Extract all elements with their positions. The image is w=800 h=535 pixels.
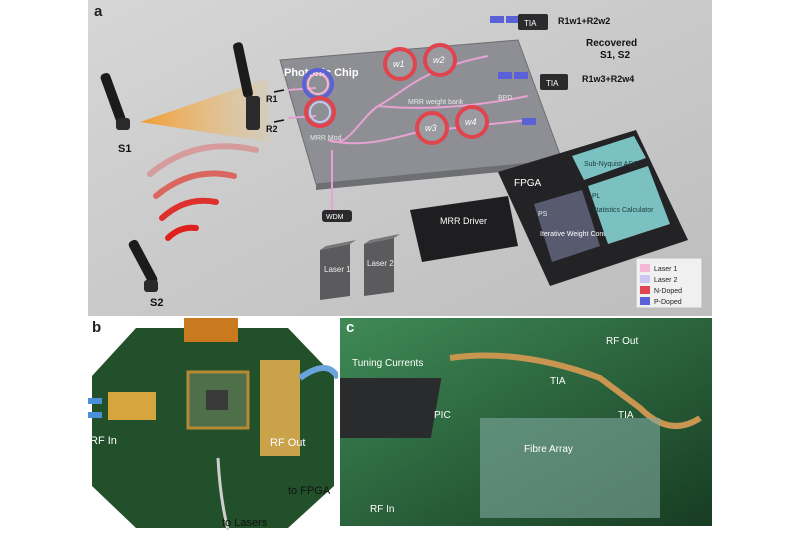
rf-in-label-c: RF In — [370, 504, 394, 515]
panel-c-letter: c — [346, 319, 354, 336]
rf-out-label-c: RF Out — [606, 336, 638, 347]
recovered-signals: S1, S2 — [600, 50, 630, 61]
wdm-label: WDM — [326, 214, 344, 221]
panel-c-photo: c Tuning Currents RF Out TIA TIA PIC Fib… — [320, 318, 712, 526]
fibre-array-block — [480, 418, 660, 518]
laser-2-label: Laser 2 — [367, 259, 394, 268]
bpd-pads — [490, 16, 536, 125]
laser-1 — [320, 240, 356, 300]
bpd-label: BPD — [498, 95, 512, 102]
tuning-currents-label: Tuning Currents — [352, 358, 423, 369]
rf-waves-icon — [147, 143, 259, 241]
r2-arrow-icon — [273, 119, 285, 123]
signal-beam — [140, 78, 270, 142]
antenna-s1-label: S1 — [118, 143, 131, 155]
fiber-cable-icon — [216, 457, 230, 531]
rf-in-label: RF In — [90, 435, 117, 447]
iwc-block — [534, 190, 600, 262]
stats-block — [588, 166, 670, 244]
ribbon-connector — [184, 318, 238, 342]
mrr-mod-rings — [302, 68, 336, 128]
iwc-label: Iterative Weight Control — [540, 231, 613, 238]
cable-icon — [298, 365, 341, 381]
rf-connectors — [260, 360, 300, 456]
adc-label: Sub-Nyquist ADC — [584, 161, 638, 168]
legend-label: Laser 1 — [654, 266, 677, 273]
fibre-array-label: Fibre Array — [524, 444, 573, 455]
mrr-weight-bank-label: MRR weight bank — [408, 99, 464, 106]
to-lasers-label: to Lasers — [222, 517, 268, 529]
panel-a: a S1 S2 Photonic Chip R1 R2 — [88, 0, 712, 316]
panel-a-diagram: a S1 S2 Photonic Chip R1 R2 — [88, 0, 712, 316]
mrr-mod-label: MRR Mod — [310, 135, 342, 142]
legend-swatch — [640, 297, 650, 305]
to-fpga-label: to FPGA — [288, 485, 331, 497]
laser-1-label: Laser 1 — [324, 265, 351, 274]
tia-label-2: TIA — [618, 410, 634, 421]
r1-label: R1 — [266, 94, 278, 104]
r1-arrow-icon — [273, 89, 285, 93]
photonic-chip — [279, 39, 563, 185]
adc-block — [572, 136, 646, 180]
w3-label: w3 — [425, 123, 437, 133]
w4-label: w4 — [465, 117, 477, 127]
mrr-driver-label: MRR Driver — [440, 216, 487, 226]
legend-label: Laser 2 — [654, 277, 677, 284]
stats-label: Statistics Calculator — [592, 207, 654, 214]
tia-bottom-label: TIA — [546, 79, 559, 88]
panel-a-letter: a — [94, 3, 103, 20]
w1-label: w1 — [393, 59, 405, 69]
legend-swatch — [640, 275, 650, 283]
ps-label: PS — [538, 211, 548, 218]
wdm — [322, 210, 352, 222]
rf-in-connectors — [108, 392, 156, 420]
antenna-s2-icon — [128, 239, 158, 292]
w2-label: w2 — [433, 55, 445, 65]
antenna-s2-label: S2 — [150, 297, 163, 309]
chip-die — [206, 390, 228, 410]
receive-antenna-icon — [233, 42, 260, 130]
pl-label: PL — [592, 193, 601, 200]
mrr-driver — [410, 196, 518, 262]
weight-rings — [383, 43, 489, 145]
output-top: R1w1+R2w2 — [558, 16, 610, 26]
output-bottom: R1w3+R2w4 — [582, 74, 634, 84]
legend-label: N-Doped — [654, 288, 682, 295]
legend-swatch — [640, 264, 650, 272]
fpga-label: FPGA — [514, 178, 542, 189]
bond-wires — [449, 352, 702, 429]
tia-bottom — [540, 74, 568, 90]
pic-die — [320, 378, 442, 438]
tia-label-1: TIA — [550, 376, 566, 387]
recovered-label: Recovered — [586, 38, 637, 49]
tia-top — [518, 14, 548, 30]
laser-2 — [364, 234, 400, 296]
rf-out-label: RF Out — [270, 437, 305, 449]
r2-label: R2 — [266, 124, 278, 134]
tia-top-label: TIA — [524, 19, 537, 28]
chip-title: Photonic Chip — [284, 67, 359, 79]
panel-b-photo: b RF In RF Out to FPGA to Lasers — [88, 318, 341, 531]
pic-label: PIC — [434, 410, 451, 421]
legend-swatch — [640, 286, 650, 294]
panel-b: b RF In RF Out to FPGA to Lasers — [88, 318, 341, 531]
antenna-s1-icon — [100, 72, 130, 130]
legend-label: P-Doped — [654, 299, 682, 306]
panel-c: c Tuning Currents RF Out TIA TIA PIC Fib… — [320, 318, 712, 526]
panel-b-letter: b — [92, 319, 101, 336]
